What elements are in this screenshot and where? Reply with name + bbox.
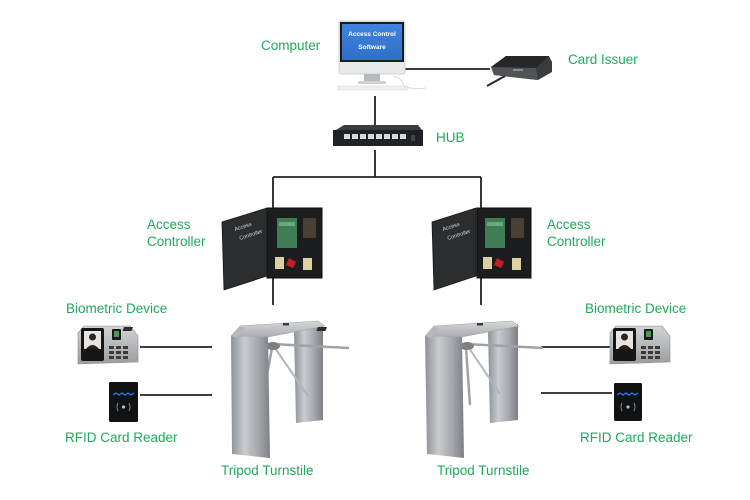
- label-computer: Computer: [261, 38, 321, 53]
- label-card-issuer: Card Issuer: [568, 52, 638, 67]
- screen-text-line1: Access Control: [348, 31, 396, 38]
- door-text-line1-right: Access: [442, 222, 461, 233]
- label-rfid-left: RFID Card Reader: [65, 430, 178, 445]
- screen-text-line2: Software: [358, 44, 386, 51]
- computer-icon: Access Control Software: [337, 20, 427, 91]
- hub-icon: [333, 125, 423, 146]
- access-controller-right-icon: Access Controller: [431, 207, 532, 291]
- label-biometric-left: Biometric Device: [66, 301, 168, 316]
- rfid-reader-right-icon: [614, 383, 642, 421]
- card-issuer-icon: [486, 56, 552, 87]
- label-controller-right-line2: Controller: [547, 234, 606, 249]
- biometric-device-left-icon: [77, 325, 139, 365]
- label-turnstile-left: Tripod Turnstile: [221, 463, 314, 478]
- label-controller-left-line2: Controller: [147, 234, 206, 249]
- label-hub: HUB: [436, 130, 465, 145]
- label-biometric-right: Biometric Device: [585, 301, 687, 316]
- rfid-reader-left-icon: [109, 382, 138, 422]
- door-text-line1: Access: [234, 222, 253, 233]
- tripod-turnstile-right-icon: [316, 320, 544, 458]
- tripod-turnstile-left-icon: [122, 320, 350, 458]
- biometric-device-right-icon: [609, 325, 671, 365]
- label-turnstile-right: Tripod Turnstile: [437, 463, 530, 478]
- connection-lines: [140, 68, 612, 396]
- label-controller-right-line1: Access: [547, 217, 591, 232]
- label-rfid-right: RFID Card Reader: [580, 430, 693, 445]
- access-controller-left-icon: Access Controller: [221, 207, 323, 291]
- label-controller-left-line1: Access: [147, 217, 191, 232]
